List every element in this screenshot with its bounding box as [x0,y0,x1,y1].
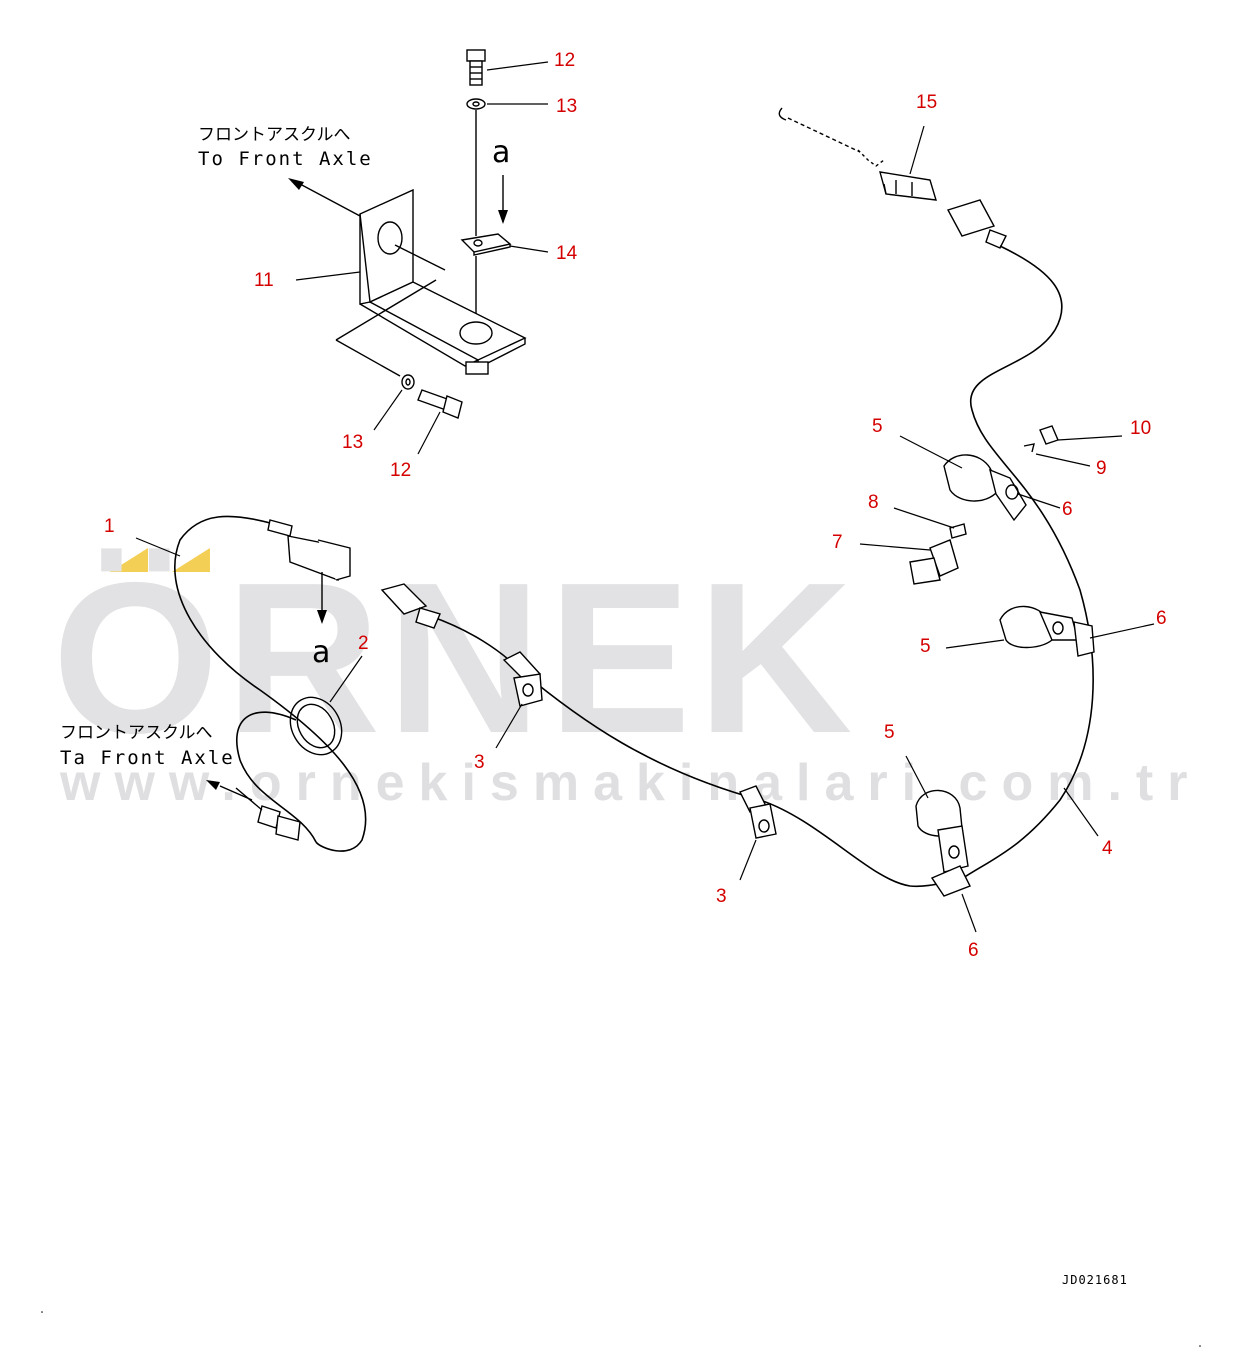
cable-1 [174,515,367,852]
grommet-2 [289,696,343,756]
callout-8: 8 [868,492,879,513]
clip-3-lower [739,785,777,839]
callout-1: 1 [104,516,115,537]
harness-4 [959,245,1094,881]
callout-5-lower: 5 [884,722,895,743]
callout-3-upper: 3 [474,752,485,773]
note-front-axle-jp-top: フロントアスクルへ [198,125,351,145]
sensor-connector-15 [778,107,1007,249]
note-front-axle-jp-bottom: フロントアスクルへ [60,723,213,743]
callout-13-bottom: 13 [342,432,363,453]
callout-9: 9 [1096,458,1107,479]
callout-3-lower: 3 [716,886,727,907]
watermark-accent-left [110,548,148,572]
view-a-label-bottom: a [312,635,330,670]
watermark-accent-right [172,548,210,572]
callout-12-top: 12 [554,50,575,71]
bracket-assembly: a フロントアスクルへ [198,49,527,419]
washer-top [466,98,486,110]
callout-13-top: 13 [556,96,577,117]
clamp-set-mid [999,605,1095,657]
callout-6-lower: 6 [968,940,979,961]
callout-2: 2 [358,633,369,654]
callout-6-mid: 6 [1156,608,1167,629]
clamp-set-lower [915,789,971,897]
cable-branch [429,615,961,888]
connector-branch [380,583,428,615]
note-front-axle-en-top: To Front Axle [198,148,373,170]
callout-12-bottom: 12 [390,460,411,481]
callout-15: 15 [916,92,937,113]
callout-4: 4 [1102,838,1113,859]
bolt-top [466,49,486,86]
drawing-reference: JD021681 [1062,1273,1128,1287]
cable-1-tail [235,711,317,843]
callout-6-top: 6 [1062,499,1073,520]
leader-lines [135,61,1155,933]
callout-7: 7 [832,532,843,553]
callout-10: 10 [1130,418,1151,439]
note-front-axle-en-bottom: Ta Front Axle [60,747,235,769]
watermark-brand: ÖRNEK [52,537,858,778]
watermark-url: www.ornekismakinalari.com.tr [59,754,1201,812]
callout-14: 14 [556,243,578,264]
watermark: ÖRNEK www.ornekismakinalari.com.tr [52,537,1201,812]
clip-3-upper [502,651,543,707]
callout-5-mid: 5 [920,636,931,657]
callout-11: 11 [254,270,274,291]
view-a-label-top: a [492,135,510,170]
callout-5-top: 5 [872,416,883,437]
l-bracket [335,188,527,377]
washer-bottom [401,374,415,390]
bolt-bottom [417,389,463,419]
